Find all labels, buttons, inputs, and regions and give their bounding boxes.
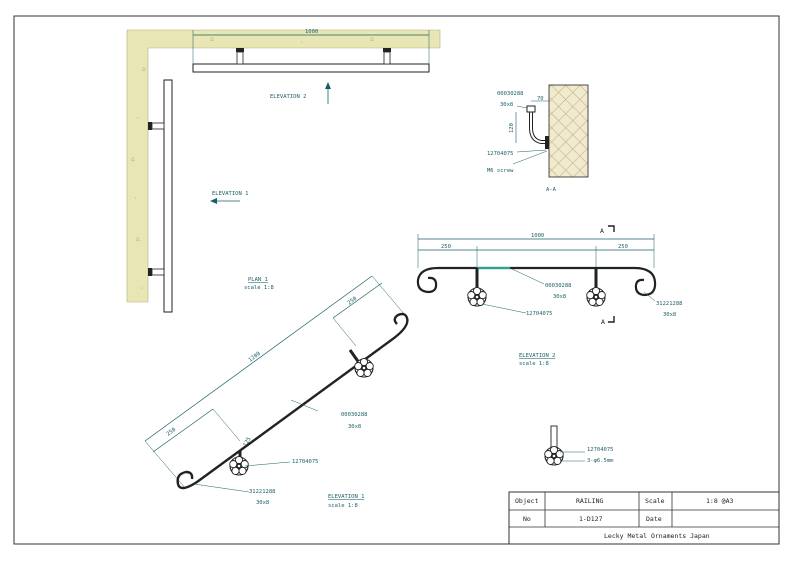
elevation1-view: 1200 250 250 125 00030288 30x8 12704075 … bbox=[144, 275, 409, 509]
elevation2-tag: ELEVATION 2 bbox=[270, 94, 306, 100]
elevation1-rail bbox=[176, 312, 409, 490]
elevation2-total-label: 1000 bbox=[531, 233, 544, 239]
object-label: Object bbox=[515, 497, 539, 505]
plan-bracket-top-right bbox=[383, 48, 391, 65]
date-label: Date bbox=[646, 515, 662, 523]
svg-text:△: △ bbox=[370, 35, 374, 42]
outer-border bbox=[13, 15, 780, 545]
object-value: RAILING bbox=[576, 497, 603, 505]
plan-length-label: 1000 bbox=[305, 29, 318, 35]
plan-rail-top bbox=[192, 63, 430, 73]
section-title: A-A bbox=[546, 187, 557, 193]
elevation2-scale: scale 1:8 bbox=[519, 361, 549, 367]
plan-bracket-left-lower bbox=[148, 268, 165, 276]
svg-text:·: · bbox=[140, 285, 144, 292]
elevation2-scroll-part: 31221288 bbox=[656, 301, 683, 307]
elevation1-scroll-size: 30x8 bbox=[256, 500, 269, 506]
plan-view: △·△ △·△ ·△· 1000 ELEVAT bbox=[126, 29, 441, 313]
section-mark-top-label: A bbox=[600, 227, 604, 235]
elevation2-rail bbox=[416, 266, 657, 297]
plan-scale: scale 1:8 bbox=[244, 285, 274, 291]
elevation1-bottom-offset: 250 bbox=[166, 427, 178, 438]
title-block: Object RAILING Scale 1:8 @A3 No 1-D127 D… bbox=[508, 491, 780, 545]
svg-text:△: △ bbox=[142, 65, 146, 72]
scale-value: 1:8 @A3 bbox=[706, 497, 733, 505]
elevation2-title: ELEVATION 2 bbox=[519, 353, 555, 359]
section-screw: M6 screw bbox=[487, 168, 514, 174]
concrete-wall bbox=[126, 29, 441, 303]
elevation1-tag: ELEVATION 1 bbox=[212, 191, 248, 197]
elevation2-bracket-part: 12704075 bbox=[526, 311, 553, 317]
plan-rail-left bbox=[163, 79, 173, 313]
elevation2-rail-size: 30x8 bbox=[553, 294, 566, 300]
svg-text:·: · bbox=[300, 39, 304, 46]
svg-text:·: · bbox=[136, 115, 140, 122]
section-mark-bottom-label: A bbox=[601, 318, 605, 326]
elevation2-rail-part: 00030288 bbox=[545, 283, 572, 289]
elevation1-bracket-part: 12704075 bbox=[292, 459, 319, 465]
elevation1-rail-size: 30x8 bbox=[348, 424, 361, 430]
elevation1-scroll-part: 31221288 bbox=[249, 489, 276, 495]
elevation1-post-dim: 125 bbox=[243, 436, 253, 448]
elevation1-total-label: 1200 bbox=[248, 351, 262, 364]
svg-text:·: · bbox=[134, 195, 138, 202]
plan-bracket-left-upper bbox=[148, 122, 165, 130]
svg-text:△: △ bbox=[136, 235, 140, 242]
elevation2-scroll-size: 30x8 bbox=[663, 312, 676, 318]
plan-bracket-top-left bbox=[236, 48, 244, 65]
elevation1-rail-part: 00030288 bbox=[341, 412, 368, 418]
elevation1-rosette-lower bbox=[229, 455, 249, 476]
elevation2-left-offset: 250 bbox=[441, 244, 451, 250]
detail-rosette bbox=[544, 445, 564, 466]
elevation1-rosette-upper bbox=[354, 357, 374, 378]
company-name: Lecky Metal Ornaments Japan bbox=[604, 532, 710, 540]
elevation2-view: 1000 250 250 A A 00030288 30x8 12704075 … bbox=[416, 225, 683, 367]
no-label: No bbox=[523, 515, 531, 523]
section-wall-hatch bbox=[548, 84, 589, 178]
elevation2-right-offset: 250 bbox=[618, 244, 628, 250]
section-top-part: 00030288 bbox=[497, 91, 524, 97]
bracket-detail: 12704075 3-φ6.5mm bbox=[544, 425, 614, 466]
elevation1-scale: scale 1:8 bbox=[328, 503, 358, 509]
svg-text:△: △ bbox=[131, 155, 135, 162]
section-bracket-part: 12704075 bbox=[487, 151, 514, 157]
detail-part: 12704075 bbox=[587, 447, 614, 453]
elevation1-top-offset: 250 bbox=[347, 296, 359, 307]
section-aa: 70 120 00030288 30x8 12704075 M6 screw A… bbox=[487, 84, 589, 193]
plan-title: PLAN 1 bbox=[248, 277, 268, 283]
elevation2-rosette-right bbox=[586, 286, 606, 307]
section-offset-dim: 70 bbox=[537, 96, 544, 102]
section-height-dim: 120 bbox=[509, 123, 515, 133]
svg-text:△: △ bbox=[210, 35, 214, 42]
elevation1-title: ELEVATION 1 bbox=[328, 494, 364, 500]
elevation1-total-dim bbox=[144, 275, 373, 442]
section-mark-top bbox=[608, 225, 615, 232]
scale-label: Scale bbox=[645, 497, 665, 505]
detail-holes: 3-φ6.5mm bbox=[587, 458, 614, 464]
no-value: 1-D127 bbox=[579, 515, 603, 523]
section-mark-bottom bbox=[608, 316, 615, 323]
elevation2-rosette-left bbox=[467, 286, 487, 307]
section-top-size: 30x8 bbox=[500, 102, 513, 108]
